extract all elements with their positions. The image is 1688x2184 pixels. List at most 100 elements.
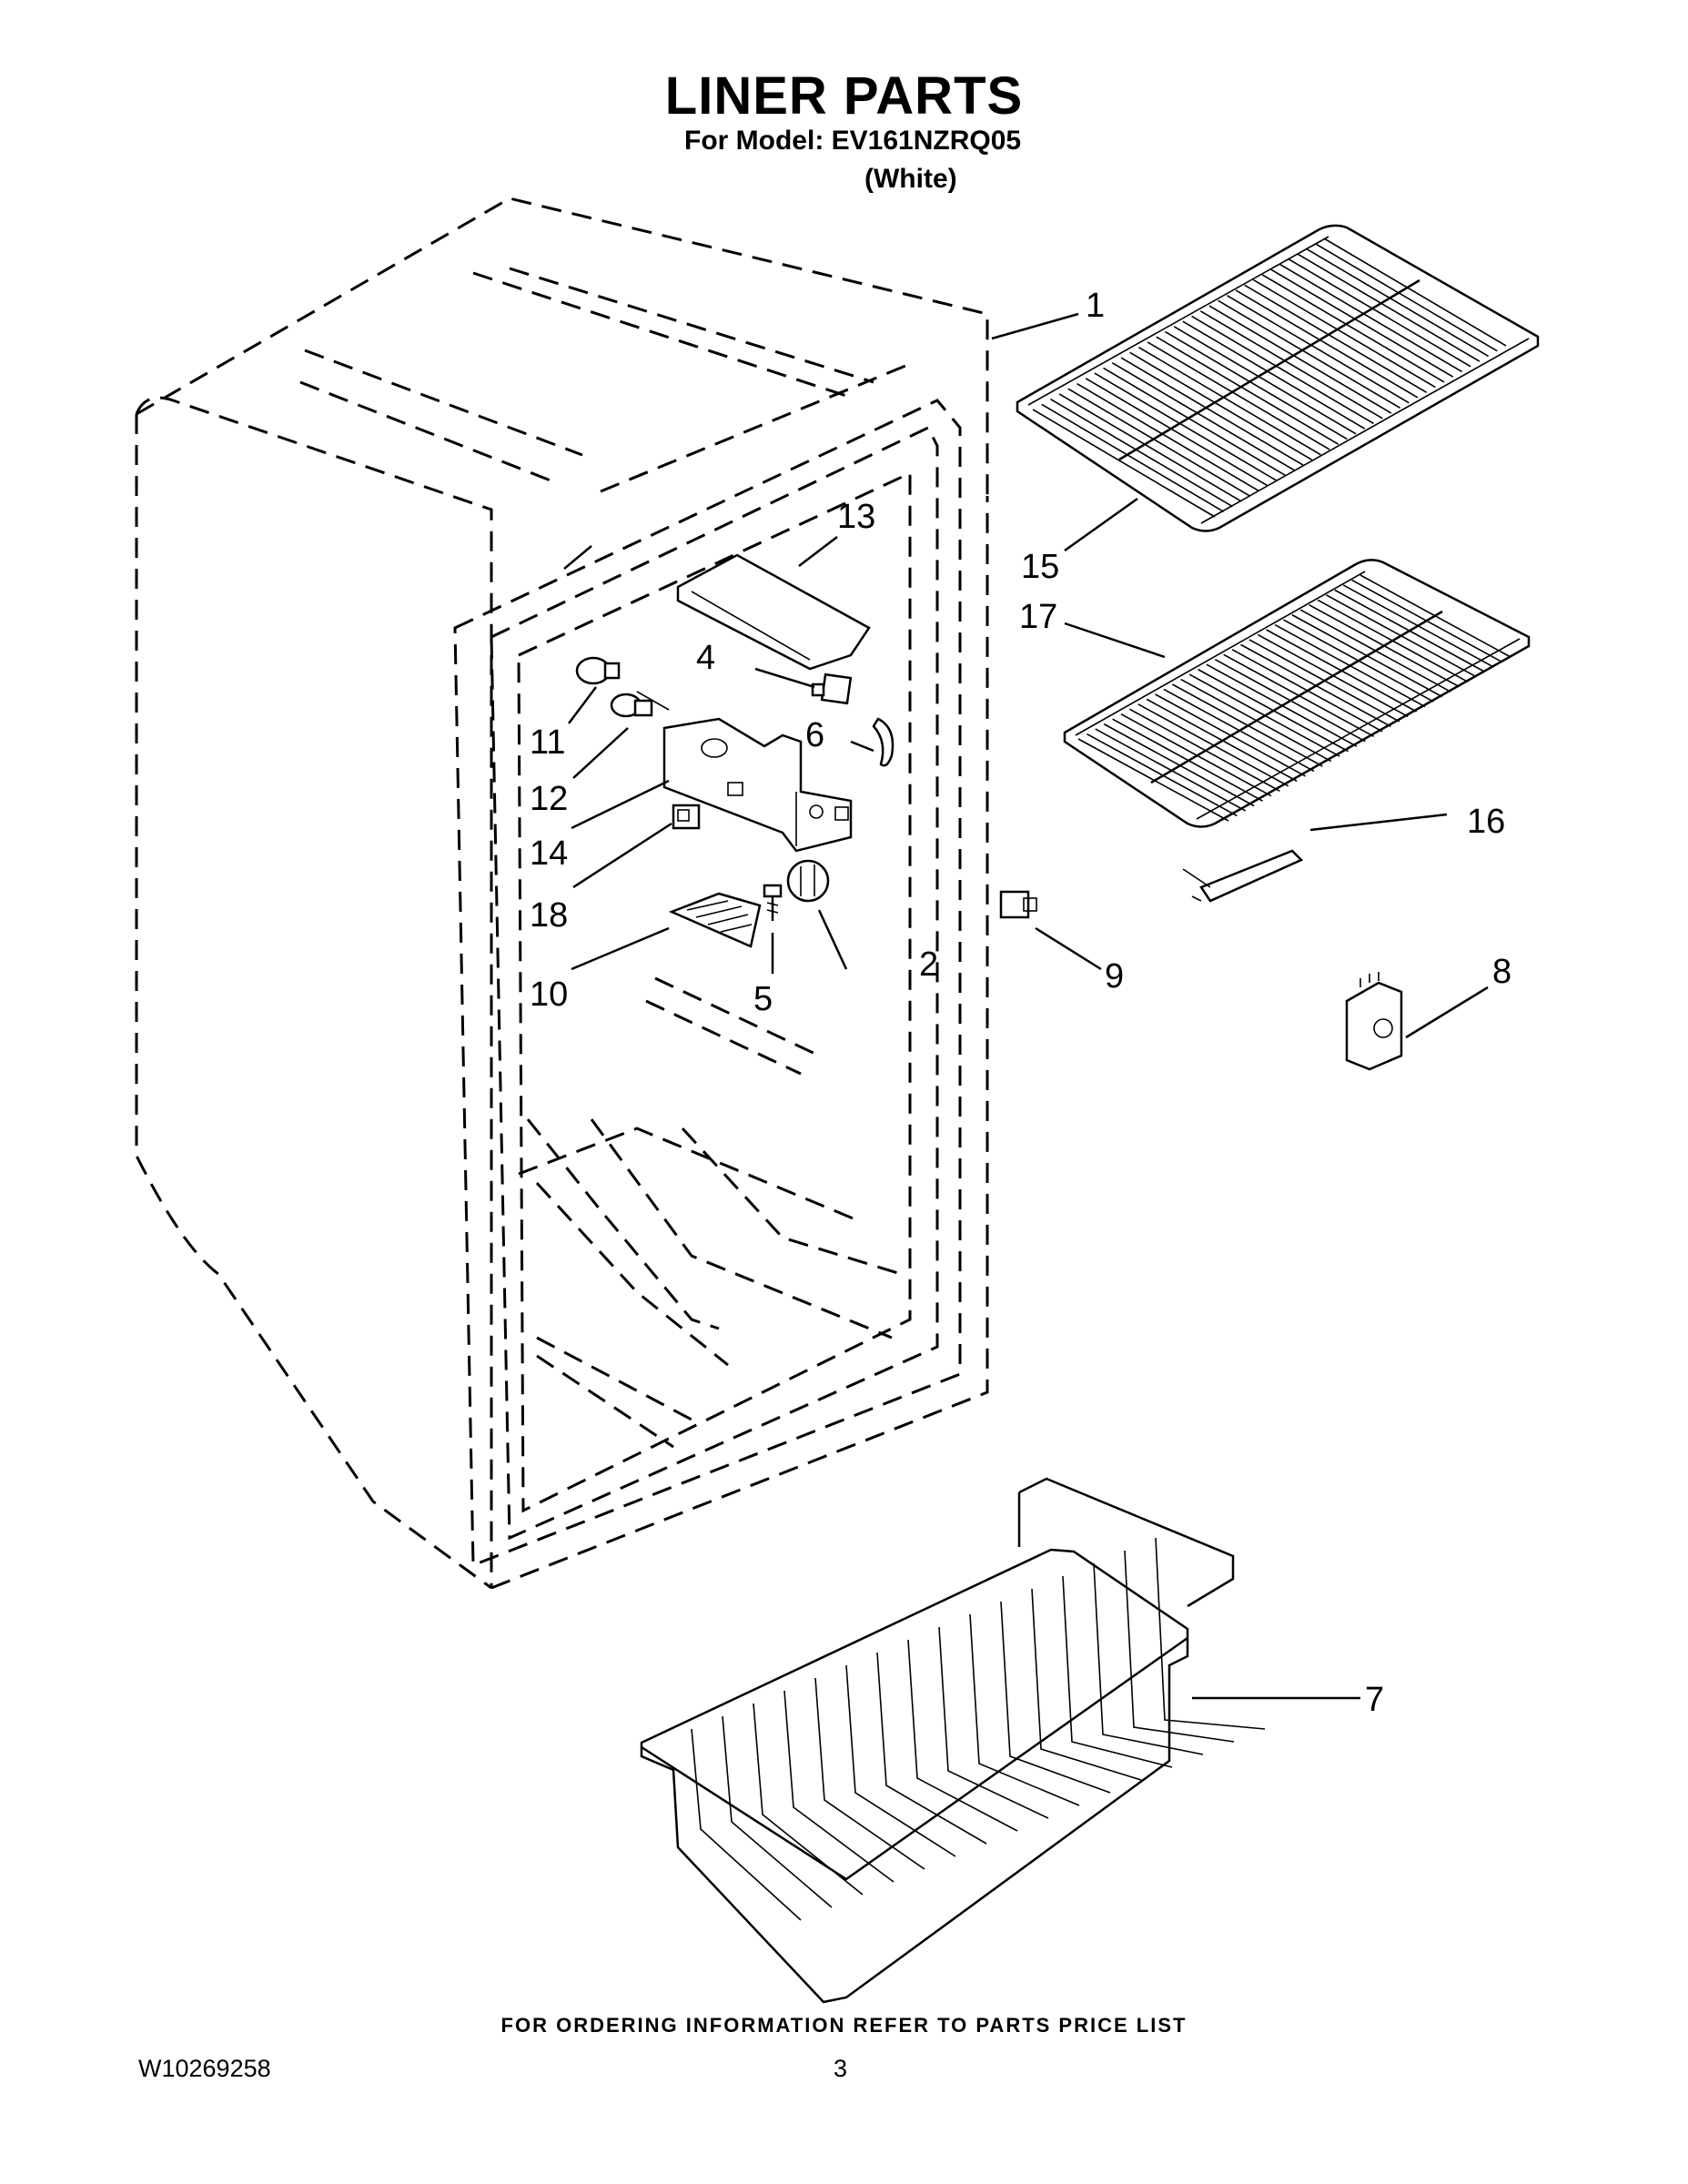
wire-rib [1191, 315, 1374, 425]
wire-rib [1156, 336, 1339, 445]
leader-lines [563, 312, 1489, 1700]
wire-rib [1218, 299, 1401, 410]
wire-rib [1087, 733, 1238, 817]
basket-wire [722, 1715, 833, 1908]
wire-rib [1111, 362, 1295, 471]
wire-rib [1112, 718, 1263, 802]
wire-rib [1309, 604, 1461, 688]
basket-wire [1093, 1562, 1204, 1755]
callout-4: 4 [696, 639, 715, 677]
basket-wire [969, 1613, 1080, 1806]
wire-rib [1120, 357, 1304, 466]
callout-16: 16 [1467, 803, 1505, 841]
wire-rib [1326, 594, 1477, 678]
wire-rib [1266, 629, 1418, 713]
wire-rib [1198, 668, 1349, 753]
wire-rib [1137, 703, 1289, 787]
part-7-basket [640, 1477, 1266, 2004]
wire-rib [1155, 693, 1306, 777]
wire-rib [1235, 289, 1419, 399]
wire-rib [1103, 367, 1286, 477]
basket-wire [814, 1677, 925, 1870]
wire-rib [1103, 723, 1255, 807]
wire-rib [1041, 403, 1225, 512]
basket-wire [938, 1626, 1049, 1819]
model-line: For Model: EV161NZRQ05 [684, 126, 1022, 156]
wire-rib [1129, 351, 1313, 461]
wire-rib [1165, 330, 1348, 440]
callout-8: 8 [1492, 953, 1511, 991]
wire-rib [1323, 238, 1507, 347]
callout-6: 6 [805, 716, 824, 754]
basket-wire [876, 1652, 987, 1845]
wire-rib [1231, 649, 1383, 733]
page-title: LINER PARTS [664, 66, 1024, 126]
wire-rib [1094, 372, 1278, 481]
wire-rib [1199, 310, 1383, 420]
document-number: W10269258 [138, 2055, 271, 2082]
wire-rib [1288, 258, 1471, 368]
wire-rib [1274, 623, 1426, 708]
callout-10: 10 [530, 976, 568, 1014]
basket-wire [1000, 1601, 1111, 1794]
wire-rib [1253, 278, 1436, 389]
page-number: 3 [834, 2055, 848, 2082]
wire-rib [1032, 409, 1216, 518]
wire-rib [1299, 609, 1451, 693]
part-15-wire-shelf [1016, 224, 1540, 532]
wire-rib [1359, 574, 1511, 658]
callout-13: 13 [837, 498, 875, 536]
basket-wire [845, 1664, 956, 1857]
wire-rib [1171, 683, 1323, 767]
wire-rib [1257, 633, 1409, 718]
part-6-clip [872, 717, 895, 767]
callout-7: 7 [1365, 1681, 1384, 1719]
callout-18: 18 [530, 896, 568, 935]
wire-rib [1067, 388, 1251, 497]
part-18-switch [672, 804, 701, 830]
part-12-lamp-socket [610, 691, 670, 718]
wire-rib [1173, 326, 1357, 435]
wire-rib [1206, 663, 1358, 747]
part-16-shelf-rail [1182, 849, 1304, 903]
wire-rib [1297, 253, 1481, 362]
basket-wire [1062, 1575, 1173, 1768]
part-2-thermostat-knob [786, 859, 830, 903]
wire-rib [1208, 305, 1392, 414]
wire-rib [1314, 243, 1498, 352]
part-13-light-cover [676, 553, 871, 671]
wire-rib [1163, 688, 1315, 773]
wire-rib [1049, 398, 1233, 508]
callout-2: 2 [919, 945, 938, 984]
wire-rib [1306, 248, 1490, 358]
callout-labels: 1 2 4 5 6 7 8 9 10 11 12 13 14 15 16 17 … [530, 287, 1511, 1719]
wire-rib [1076, 382, 1259, 492]
wire-rib [1279, 263, 1462, 373]
wire-rib [1137, 346, 1321, 456]
basket-wire [753, 1703, 864, 1896]
part-10-grille [668, 892, 762, 948]
wire-rib [1334, 589, 1486, 673]
part-9-connector [999, 890, 1037, 919]
wire-rib [1095, 728, 1247, 812]
wire-rib [1120, 713, 1272, 797]
callout-12: 12 [530, 780, 568, 818]
wire-rib [1317, 599, 1469, 682]
wire-rib [1188, 673, 1340, 757]
wire-rib [1248, 639, 1400, 723]
part-8-control-module [1345, 972, 1403, 1071]
wire-rib [1244, 284, 1428, 393]
part-4-knob [811, 672, 853, 705]
wire-rib [1283, 619, 1434, 703]
wire-rib [1291, 613, 1443, 698]
callout-15: 15 [1021, 548, 1059, 586]
wire-rib [1146, 698, 1298, 783]
callout-9: 9 [1105, 957, 1124, 996]
ordering-note: FOR ORDERING INFORMATION REFER TO PARTS … [500, 2014, 1188, 2037]
basket-wire [907, 1639, 1018, 1832]
wire-rib [1077, 738, 1229, 822]
basket-wire [1155, 1537, 1266, 1730]
wire-rib [1240, 643, 1391, 728]
